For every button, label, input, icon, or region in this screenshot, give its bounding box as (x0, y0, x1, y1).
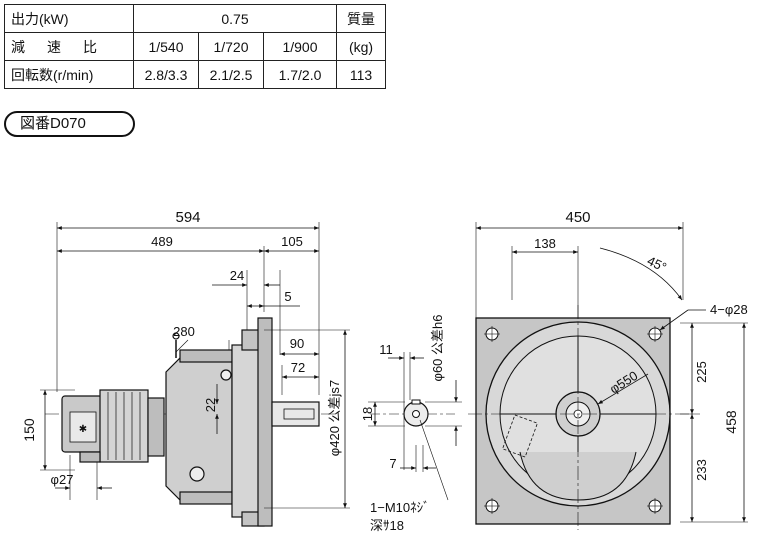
dim-angle-45: 45° (645, 253, 669, 275)
dim-phi420: φ420 公差js7 (327, 380, 342, 456)
dim-22: 22 (203, 398, 218, 412)
dim-phi27: φ27 (51, 472, 74, 487)
dim-450: 450 (565, 209, 590, 226)
shaft-end-labels: 11 18 7 φ60 公差h6 1−M10ﾈｼﾞ 深ｻ18 (360, 315, 445, 533)
side-dimension-labels: 594 489 105 24 5 280 90 72 22 150 φ27 φ4… (21, 209, 342, 487)
dim-280: 280 (173, 324, 195, 339)
ratio-3: 1/900 (263, 32, 337, 61)
dim-138: 138 (534, 236, 556, 251)
dim-150: 150 (21, 418, 37, 442)
spec-row-power: 出力(kW) 0.75 質量 (4, 4, 386, 33)
front-view (468, 222, 748, 530)
shaft-end-view (368, 352, 462, 501)
speed-label: 回転数(r/min) (4, 60, 134, 89)
mass-value: 113 (336, 60, 386, 89)
mass-unit: (kg) (336, 32, 386, 61)
front-dimension-labels: 450 138 45° 4−φ28 φ550 225 233 458 (534, 209, 748, 481)
drain-plug (189, 466, 205, 482)
power-value: 0.75 (133, 4, 337, 33)
dim-5: 5 (284, 289, 291, 304)
output-shaft (271, 401, 320, 427)
dim-105: 105 (281, 234, 303, 249)
svg-text:✱: ✱ (79, 424, 87, 435)
speed-1: 2.8/3.3 (133, 60, 199, 89)
tap-note-line2: 深ｻ18 (370, 518, 404, 533)
ratio-label: 減速比 (4, 32, 134, 61)
power-label: 出力(kW) (4, 4, 134, 33)
dim-24: 24 (230, 268, 244, 283)
speed-2: 2.1/2.5 (198, 60, 264, 89)
dim-489: 489 (151, 234, 173, 249)
spec-row-speed: 回転数(r/min) 2.8/3.3 2.1/2.5 1.7/2.0 113 (4, 60, 386, 89)
dim-90: 90 (290, 336, 304, 351)
dim-225: 225 (694, 361, 709, 383)
motor-fins (107, 392, 141, 460)
dim-phi60: φ60 公差h6 (430, 315, 445, 382)
side-dimensions (43, 226, 350, 509)
drawing-number-badge: 図番D070 (4, 111, 135, 137)
tap-note-line1: 1−M10ﾈｼﾞ (370, 500, 430, 515)
tap-hole (412, 410, 420, 418)
side-view: ✱ (40, 222, 335, 527)
speed-3: 1.7/2.0 (263, 60, 337, 89)
spec-table: 出力(kW) 0.75 質量 減速比 1/540 1/720 1/900 (kg… (4, 4, 386, 89)
dim-72: 72 (291, 360, 305, 375)
output-flange (257, 317, 273, 527)
dim-233: 233 (694, 459, 709, 481)
motor-flange (147, 397, 165, 457)
front-dimensions (476, 226, 746, 522)
spec-row-ratio: 減速比 1/540 1/720 1/900 (kg) (4, 32, 386, 61)
dim-458: 458 (723, 410, 739, 434)
dim-18: 18 (360, 407, 375, 421)
dim-11: 11 (379, 342, 393, 357)
dim-7: 7 (389, 456, 396, 471)
dim-594: 594 (175, 209, 200, 226)
dim-4-holes: 4−φ28 (710, 302, 748, 317)
